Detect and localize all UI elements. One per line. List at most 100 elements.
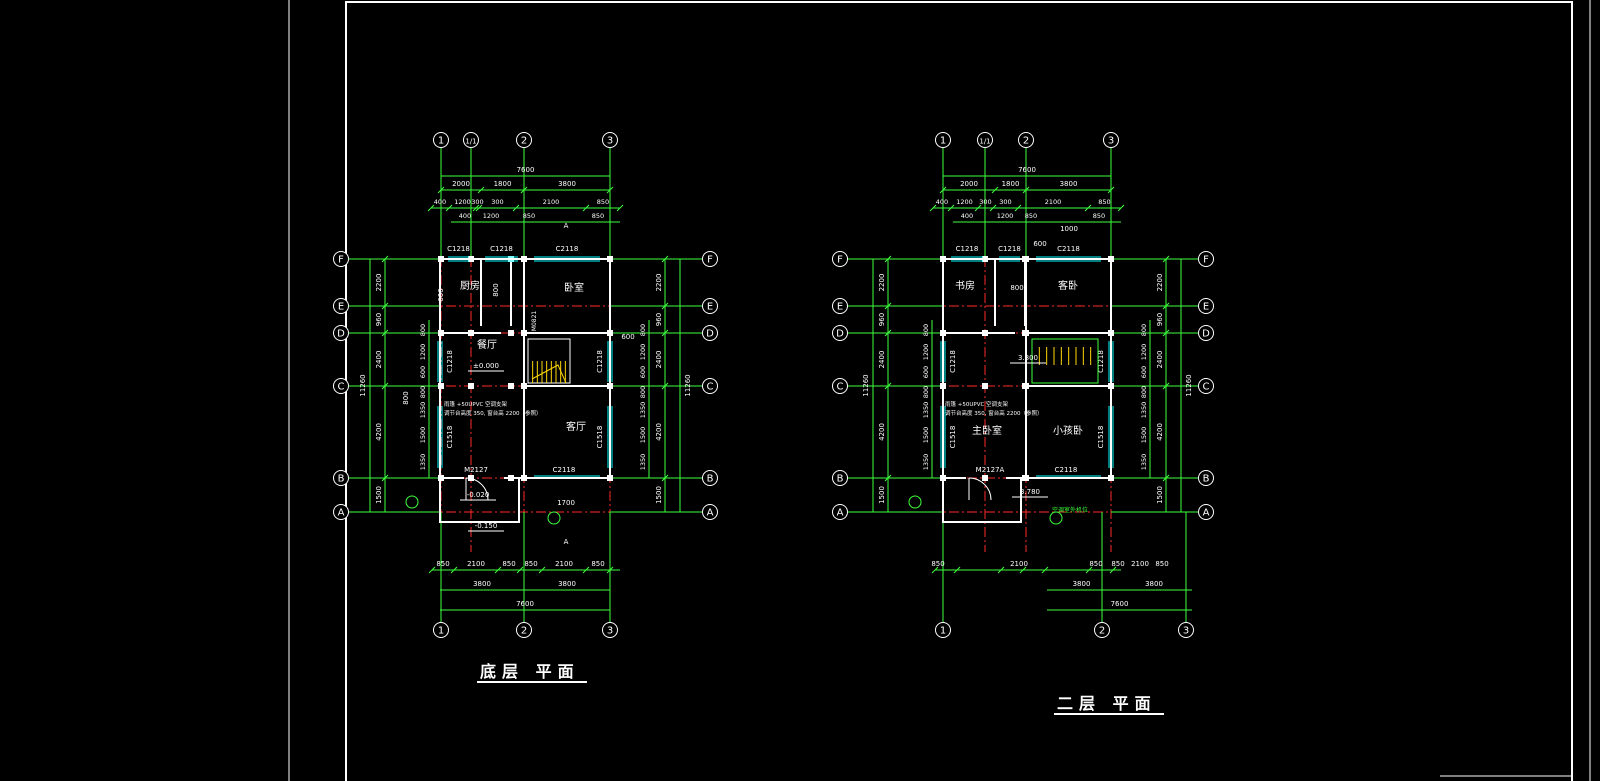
misc-label: 600 bbox=[437, 288, 445, 301]
annotation-note: 雨篷 +50UPVC 空调支架 bbox=[444, 400, 508, 408]
dim-tick bbox=[884, 382, 892, 390]
dim-text-left: 4200 bbox=[878, 423, 886, 441]
grid-bubble-right-B-label: B bbox=[1203, 474, 1210, 485]
structural-column bbox=[508, 256, 514, 262]
grid-bubble-right-F-circle bbox=[702, 251, 718, 267]
grid-bubble-right-A-circle bbox=[1198, 504, 1214, 520]
dim-text-top-1: 7600 bbox=[1018, 166, 1036, 174]
structural-column bbox=[468, 256, 474, 262]
dim-tick bbox=[381, 329, 389, 337]
dim-tick bbox=[1162, 302, 1170, 310]
window-label-left: C1218 bbox=[949, 350, 957, 373]
structural-column bbox=[508, 383, 514, 389]
structural-column bbox=[1108, 475, 1114, 481]
dim-text-sub-right: 600 bbox=[639, 366, 647, 378]
grid-bubble-bottom-1-circle bbox=[433, 622, 449, 638]
grid-bubble-bottom-3-circle bbox=[602, 622, 618, 638]
dim-text-sub-right: 1350 bbox=[639, 402, 647, 419]
room-label: 小孩卧 bbox=[1053, 424, 1083, 437]
bathroom-walls bbox=[480, 259, 512, 326]
dim-text-bottom-2: 3800 bbox=[558, 580, 576, 588]
dim-tick bbox=[428, 566, 436, 574]
grid-bubble-top-2-label: 2 bbox=[1023, 136, 1029, 147]
window-label-bottom: C2118 bbox=[553, 466, 576, 474]
grid-bubble-left-A-label: A bbox=[338, 508, 345, 519]
structural-column bbox=[438, 256, 444, 262]
dim-tick bbox=[1085, 566, 1093, 574]
dim-text-top-3: 1200 bbox=[956, 198, 973, 206]
grid-bubble-top-1-circle bbox=[433, 132, 449, 148]
grid-bubble-right-B-circle bbox=[1198, 470, 1214, 486]
dim-text-top-3: 400 bbox=[434, 198, 446, 206]
structural-column bbox=[438, 475, 444, 481]
dim-text-sub-left: 600 bbox=[419, 366, 427, 378]
window-label-left: C1218 bbox=[446, 350, 454, 373]
room-label: 餐厅 bbox=[477, 338, 497, 351]
dim-tick bbox=[381, 382, 389, 390]
misc-label: 1000 bbox=[1060, 225, 1078, 233]
dim-text-left: 960 bbox=[878, 313, 886, 326]
window-label-top: C1218 bbox=[998, 245, 1021, 253]
annotation-note: 调节台高度 350, 窗台高 2200（参照） bbox=[945, 409, 1043, 417]
structural-column bbox=[982, 256, 988, 262]
structural-column bbox=[607, 475, 613, 481]
structural-column bbox=[940, 475, 946, 481]
dim-tick bbox=[931, 566, 939, 574]
structural-column bbox=[940, 383, 946, 389]
window-label-right: C1518 bbox=[596, 426, 604, 449]
door-swing bbox=[465, 477, 489, 501]
structural-column bbox=[1108, 256, 1114, 262]
misc-label: 800 bbox=[1010, 284, 1023, 292]
dim-tick bbox=[582, 204, 590, 212]
dim-text-bottom-1: 850 bbox=[931, 560, 944, 568]
structural-column bbox=[940, 256, 946, 262]
door-label: M2127A bbox=[976, 466, 1005, 474]
dim-tick bbox=[475, 204, 483, 212]
grid-bubble-left-D-circle bbox=[832, 325, 848, 341]
grid-bubble-right-A-label: A bbox=[707, 508, 714, 519]
misc-label: 1700 bbox=[557, 499, 575, 507]
dim-tick bbox=[661, 302, 669, 310]
dim-text-bottom-1: 2100 bbox=[555, 560, 573, 568]
detail-bubble bbox=[908, 495, 922, 509]
dim-tick bbox=[538, 566, 546, 574]
entry-porch-wall bbox=[942, 478, 1022, 523]
dim-text-sub-left: 1200 bbox=[922, 344, 930, 361]
annotation-note-green: 空调室外机位 bbox=[1052, 506, 1088, 514]
structural-column bbox=[521, 383, 527, 389]
dim-tick bbox=[884, 302, 892, 310]
dim-text-bottom-3: 7600 bbox=[516, 600, 534, 608]
dim-tick bbox=[1117, 204, 1125, 212]
dim-text-bottom-1: 850 bbox=[502, 560, 515, 568]
dim-text-sub-left: 800 bbox=[419, 324, 427, 336]
dim-text-top-3: 300 bbox=[471, 198, 483, 206]
grid-bubble-top-3-circle bbox=[602, 132, 618, 148]
door-swing bbox=[968, 477, 992, 501]
dim-text-right: 2200 bbox=[655, 274, 663, 292]
dim-text-sub-left: 800 bbox=[922, 324, 930, 336]
grid-bubble-left-B-label: B bbox=[338, 474, 345, 485]
dim-text-sub-right: 1350 bbox=[639, 454, 647, 471]
dim-text-top-4: 1200 bbox=[483, 212, 500, 220]
dim-text-top-3: 2100 bbox=[543, 198, 560, 206]
dim-tick bbox=[1022, 186, 1030, 194]
room-label: 卧室 bbox=[564, 281, 584, 294]
dim-tick bbox=[445, 204, 453, 212]
grid-bubble-left-B-circle bbox=[333, 470, 349, 486]
dim-tick bbox=[381, 302, 389, 310]
structural-column bbox=[468, 383, 474, 389]
dim-tick bbox=[437, 186, 445, 194]
dim-text-left: 4200 bbox=[375, 423, 383, 441]
structural-column bbox=[1108, 383, 1114, 389]
window-label-right: C1218 bbox=[596, 350, 604, 373]
dim-text-left: 2200 bbox=[375, 274, 383, 292]
grid-bubble-left-F-circle bbox=[832, 251, 848, 267]
dim-text-top-3: 2100 bbox=[1045, 198, 1062, 206]
grid-bubble-right-E-label: E bbox=[707, 302, 713, 313]
dim-text-top-2: 2000 bbox=[452, 180, 470, 188]
dim-text-right: 4200 bbox=[1156, 423, 1164, 441]
grid-bubble-bottom-3-label: 3 bbox=[1183, 626, 1189, 637]
dim-text-bottom-1: 850 bbox=[436, 560, 449, 568]
dim-text-right: 4200 bbox=[655, 423, 663, 441]
dim-text-top-2: 3800 bbox=[1060, 180, 1078, 188]
